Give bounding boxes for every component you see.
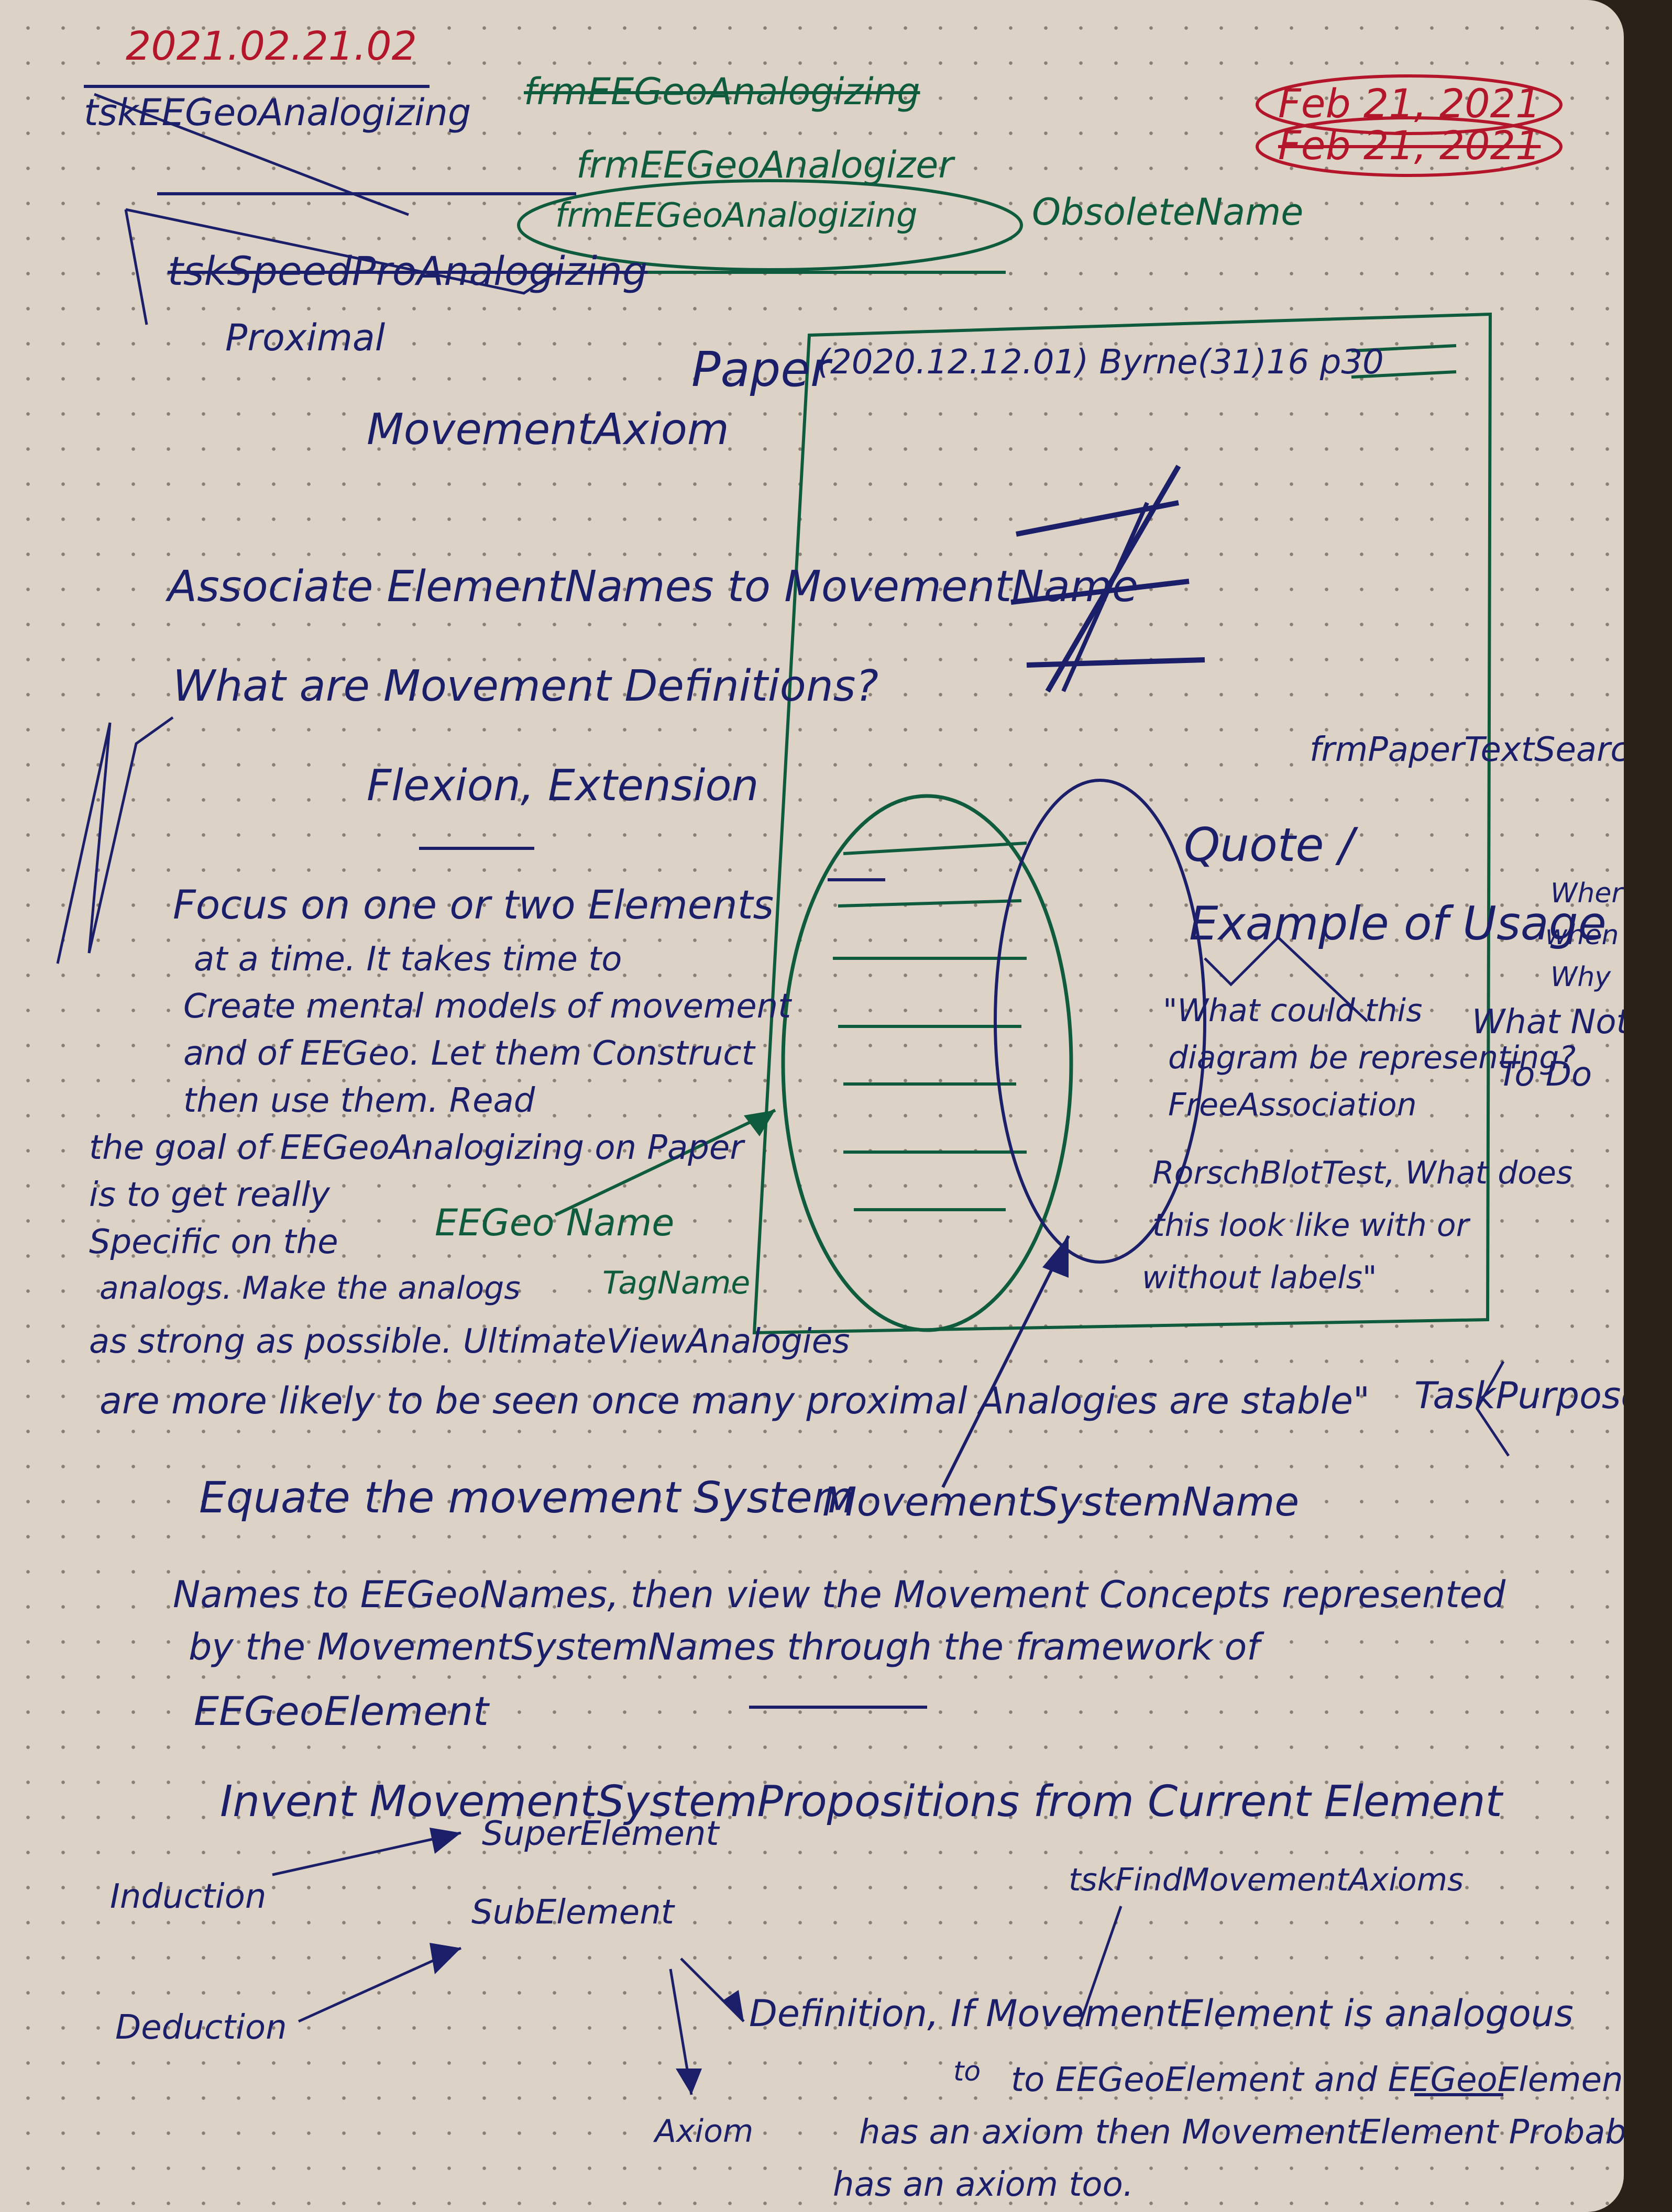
date-1: Feb 21, 2021: [1278, 80, 1541, 127]
when-label: when: [1545, 920, 1619, 951]
invent-line: Invent MovementSystemPropositions from C…: [220, 1777, 1502, 1827]
paper-label: Paper: [691, 341, 830, 397]
to-do-label: To Do: [1498, 1055, 1592, 1094]
analog-line: to EEGeoElement and EEGeoElement: [1011, 2061, 1624, 2099]
sub-element: SubElement: [471, 1893, 674, 1932]
date-2: Feb 21, 2021: [1278, 122, 1541, 169]
paper-search-form: frmPaperTextSearch: [1310, 731, 1624, 769]
task-purpose: TaskPurpose: [1414, 1374, 1624, 1417]
quote-line-4: RorschBlotTest, What does: [1152, 1155, 1573, 1191]
struck-form-name: frmEEGeoAnalogizing: [524, 70, 920, 113]
focus-line-2: at a time. It takes time to: [194, 940, 622, 979]
goal-line-5: as strong as possible. UltimateViewAnalo…: [89, 1322, 850, 1361]
find-axioms-task: tskFindMovementAxioms: [1069, 1862, 1464, 1898]
to-word: to: [953, 2056, 981, 2087]
focus-line-5: then use them. Read: [183, 1081, 535, 1120]
focus-line-1: Focus on one or two Elements: [173, 881, 774, 928]
task-name: tskEEGeoAnalogizing: [84, 91, 471, 134]
definitions-question: What are Movement Definitions?: [173, 661, 879, 711]
goal-line-2: is to get really: [89, 1176, 330, 1214]
ink-sketches: [56, 74, 1563, 2096]
movement-system-name: MovementSystemName: [822, 1478, 1300, 1525]
date-code: 2021.02.21.02: [126, 23, 417, 69]
associate-line: Associate ElementNames to MovementName: [168, 562, 1139, 612]
form-analogizing: frmEEGeoAnalogizing: [555, 196, 918, 235]
obsolete-label: ObsoleteName: [1032, 191, 1304, 234]
names-line: Names to EEGeoNames, then view the Movem…: [173, 1573, 1506, 1616]
movement-axiom: MovementAxiom: [367, 405, 729, 455]
goal-line-4: analogs. Make the analogs: [100, 1270, 521, 1307]
what-not-label: What Not: [1472, 1003, 1624, 1042]
paper-citation: (2020.12.12.01) Byrne(31)16 p30: [817, 343, 1384, 382]
axiom-label: Axiom: [655, 2113, 754, 2150]
definition-line: Definition, If MovementElement is analog…: [749, 1992, 1574, 2035]
equate-line: Equate the movement System: [199, 1473, 854, 1523]
super-element: SuperElement: [482, 1815, 719, 1853]
where-label: Where: [1550, 878, 1624, 909]
example-label: Example of Usage: [1189, 897, 1607, 950]
flexion-extension: Flexion, Extension: [367, 761, 759, 811]
goal-line-6: are more likely to be seen once many pro…: [100, 1379, 1370, 1422]
why-label: Why: [1550, 961, 1611, 993]
goal-line-3: Specific on the: [89, 1223, 338, 1262]
form-analogizer: frmEEGeoAnalogizer: [576, 143, 954, 186]
quote-line-6: without labels": [1142, 1259, 1377, 1296]
quote-line-5: this look like with or: [1152, 1207, 1469, 1244]
goal-line-1: the goal of EEGeoAnalogizing on Paper: [89, 1129, 744, 1167]
by-line: by the MovementSystemNames through the f…: [189, 1625, 1260, 1668]
proximal-label: Proximal: [225, 316, 386, 359]
has-axiom-line: has an axiom then MovementElement Probab…: [859, 2113, 1624, 2152]
deduction-label: Deduction: [115, 2008, 287, 2047]
focus-line-4: and of EEGeo. Let them Construct: [183, 1034, 755, 1073]
has-axiom-too: has an axiom too.: [833, 2165, 1134, 2204]
induction-label: Induction: [110, 1877, 267, 1916]
eegeo-element: EEGeoElement: [194, 1688, 489, 1734]
quote-line-2: diagram be representing?: [1168, 1039, 1576, 1076]
quote-label: Quote /: [1184, 818, 1355, 872]
focus-line-3: Create mental models of movement: [183, 987, 791, 1026]
quote-line-1: "What could this: [1163, 992, 1423, 1029]
notebook-page: 2021.02.21.02 tskEEGeoAnalogizing frmEEG…: [0, 0, 1624, 2212]
tag-name: TagName: [602, 1265, 751, 1301]
task-proximal: tskSpeedProAnalogizing: [168, 248, 648, 294]
eegeo-tag: EEGeo Name: [435, 1201, 675, 1244]
quote-line-3: FreeAssociation: [1168, 1087, 1417, 1123]
